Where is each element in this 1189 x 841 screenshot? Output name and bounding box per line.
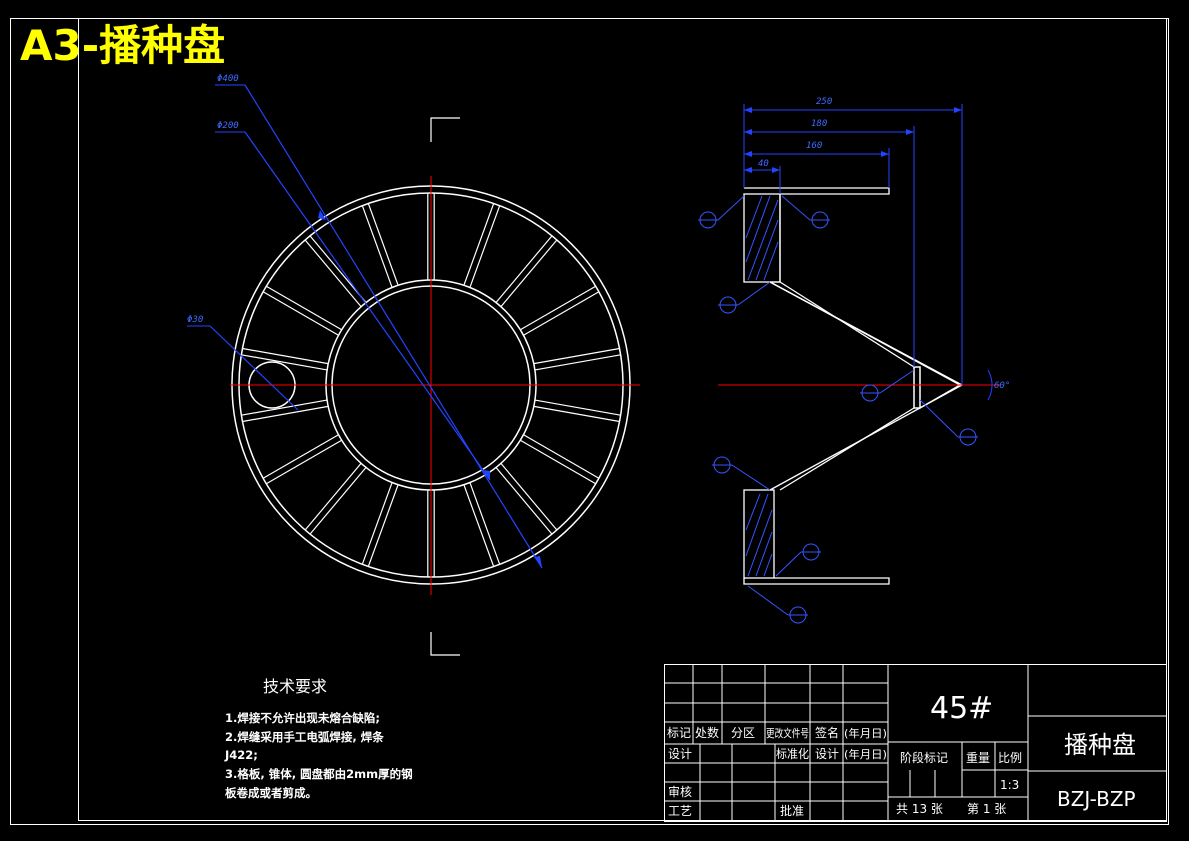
dim-250: 250 (816, 97, 832, 107)
outer-border (10, 18, 1169, 825)
leader-d400-diag (244, 84, 543, 569)
rib-edge (534, 399, 621, 416)
rib-edge (495, 235, 553, 303)
rib-edge (367, 203, 399, 286)
tb-scale-label: 比例 (998, 751, 1022, 765)
arrow-d400-bottom (534, 556, 542, 568)
section-mark-bottom (430, 632, 460, 656)
weld-symbols (698, 195, 978, 624)
tb-standardize: 标准化 (776, 747, 809, 761)
arrow-d200-bottom (484, 470, 490, 480)
rib-edge (533, 347, 620, 365)
tb-approve: 批准 (780, 803, 804, 818)
tb-review: 审核 (668, 784, 692, 799)
rib-edge (266, 439, 342, 485)
dim-angle: 60° (994, 381, 1010, 391)
rib-edge (495, 467, 553, 535)
side-view: 250 180 160 40 60° (698, 97, 1010, 624)
cone-tip (913, 366, 921, 409)
tech-line-1: 1.焊接不允许出现未熔合缺陷; (225, 711, 380, 725)
side-dimensions (743, 104, 993, 401)
rib-edge (520, 285, 596, 331)
rib-edge (304, 462, 362, 531)
rib-edge (266, 285, 342, 331)
top-rim (744, 187, 962, 410)
top-hatch-box (743, 193, 781, 283)
hatch-top (745, 195, 779, 281)
tb-date: (年月日) (844, 726, 887, 740)
tech-line-5: 板卷成或者剪成。 (225, 786, 317, 800)
rib-edge (463, 484, 495, 567)
tech-line-2: 2.焊缝采用手工电弧焊接, 焊条 (225, 730, 384, 744)
rib-edge (262, 291, 339, 336)
tb-drawing-no: BZJ-BZP (1057, 787, 1136, 811)
tb-zone: 分区 (731, 726, 755, 740)
dim-d30: Φ30 (187, 315, 203, 325)
rib-edge (463, 203, 495, 286)
tb-sheet-no: 第 1 张 (967, 802, 1006, 816)
rib-edge (262, 434, 339, 479)
dim-40: 40 (758, 159, 769, 169)
title-block-text: 标记 处数 分区 更改文件号 签名 (年月日) 设计 标准化 设计 (年月日) … (667, 691, 1136, 818)
rib-edge (361, 482, 393, 565)
tech-line-3: J422; (224, 748, 258, 762)
inner-border (78, 18, 1167, 821)
tb-design: 设计 (668, 747, 692, 761)
dim-d200: Φ200 (217, 121, 239, 131)
rib-edge (361, 205, 393, 288)
tb-change-doc: 更改文件号 (766, 726, 809, 740)
rib-edge (241, 399, 328, 416)
rib-edge (241, 354, 328, 371)
dim-180: 180 (811, 119, 827, 129)
leader-d200-diag (244, 131, 491, 481)
rib-edge (534, 354, 621, 371)
tb-weight: 重量 (966, 751, 990, 765)
section-mark-top (430, 117, 460, 142)
tb-material: 45# (930, 691, 993, 726)
tb-sign: 签名 (815, 725, 839, 740)
rib-edge (533, 405, 620, 423)
rib-edge (242, 347, 329, 365)
sheet-title: A3-播种盘 (20, 21, 225, 70)
cone-top-outer (769, 281, 963, 386)
bottom-rim (743, 577, 890, 585)
rib-edge (520, 439, 596, 485)
rib-edge (500, 462, 558, 531)
dim-d400: Φ400 (217, 74, 239, 84)
cone-top-inner (779, 281, 915, 368)
tb-design-2: 设计 (815, 747, 839, 761)
tb-stage-mark: 阶段标记 (900, 750, 948, 765)
bottom-hatch-box (743, 489, 775, 579)
rib-edge (500, 239, 558, 308)
rib-edge (469, 482, 501, 565)
rib-edge (523, 291, 600, 336)
arrow-d400-top (318, 210, 326, 220)
tech-line-4: 3.格板, 锥体, 圆盘都由2mm厚的钢 (225, 767, 413, 781)
rib-edge (469, 205, 501, 288)
title-block (664, 664, 1167, 822)
hatch-bottom (745, 493, 773, 577)
rib-edge (309, 467, 367, 535)
tb-process: 工艺 (668, 804, 692, 818)
cone-bottom-inner (779, 407, 915, 491)
side-dim-arrows (744, 107, 962, 173)
tb-mark: 标记 (667, 726, 691, 740)
tech-requirements: 技术要求 1.焊接不允许出现未熔合缺陷; 2.焊缝采用手工电弧焊接, 焊条 J4… (224, 677, 413, 800)
tb-part-name: 播种盘 (1064, 731, 1136, 759)
front-view: Φ400 Φ200 Φ30 (187, 74, 640, 656)
tb-sheets-total: 共 13 张 (896, 802, 943, 816)
dim-160: 160 (806, 141, 822, 151)
tb-date-2: (年月日) (844, 747, 887, 761)
ribs (241, 193, 621, 577)
leader-d30-diag (209, 325, 299, 411)
tech-heading: 技术要求 (263, 677, 327, 696)
rib-edge (367, 484, 399, 567)
rib-edge (523, 434, 600, 479)
tb-count: 处数 (695, 725, 719, 740)
rib-edge (304, 239, 362, 308)
rib-edge (242, 405, 329, 423)
tb-scale-value: 1:3 (1000, 778, 1019, 792)
